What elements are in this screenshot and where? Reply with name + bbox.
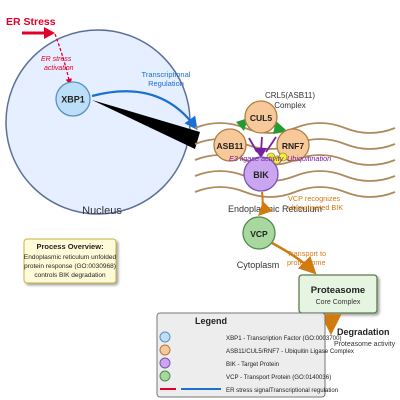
legend-label-vcp: VCP - Transport Protein (GO:0140036): [226, 374, 331, 381]
legend-label-bik: BIK - Target Protein: [226, 361, 279, 368]
er-stress-label: ER Stress: [6, 16, 56, 28]
vcp-recognizes-label-1: VCP recognizes: [288, 194, 341, 203]
legend-swatch-bik: [159, 357, 171, 369]
ligase-activity-label: E3 ligase activity: [229, 154, 285, 163]
cytoplasm-label: Cytoplasm: [237, 260, 280, 270]
cul5-node: [244, 100, 278, 134]
degradation-subtitle: Proteasome activity: [334, 341, 396, 348]
proteasome-title: Proteasome: [311, 285, 365, 296]
proteasome-box: [298, 274, 378, 314]
legend-label-regulation: Transcriptional regulation: [270, 387, 338, 394]
er-stress-arrowhead: [44, 27, 55, 39]
er-stress-activation-label-1: ER stress: [41, 56, 72, 63]
legend-title: Legend: [195, 316, 227, 326]
legend-label-ligase: ASB11/CUL5/RNF7 - Ubiquitin Ligase Compl…: [226, 348, 354, 355]
transport-label-2: proteasome: [287, 258, 326, 267]
cul5-label: CUL5: [250, 113, 272, 123]
rnf7-label: RNF7: [282, 141, 304, 151]
legend-swatch-vcp: [159, 370, 171, 382]
cul5-rnf7-arrowhead: [273, 121, 287, 134]
process-overview-line-3: controls BIK degradation: [34, 272, 106, 279]
bik-to-vcp-arrow: [258, 191, 273, 216]
process-overview-line-2: protein response (GO:0030968): [24, 263, 116, 270]
legend-swatch-xbp1: [159, 331, 171, 343]
bik-label: BIK: [253, 170, 269, 180]
transport-label-1: Transport to: [287, 249, 326, 258]
ligase-arrow-3: [265, 136, 277, 153]
er-stress-activation-label-2: activation: [44, 65, 74, 72]
er-stress-activation-line: [54, 33, 72, 86]
process-overview-title: Process Overview:: [36, 242, 103, 251]
vcp-node: [242, 216, 276, 250]
ubiquitination-label: Ubiquitination: [287, 154, 331, 163]
ligase-arrowhead: [254, 148, 267, 158]
legend-label-er-stress: ER stress signal: [226, 387, 270, 394]
xbp1-node: [55, 81, 91, 117]
transcriptional-regulation-label-1: Transcriptional: [142, 70, 191, 79]
legend-box: [156, 312, 326, 398]
legend-label-xbp1: XBP1 - Transcription Factor (GO:0003700): [226, 335, 342, 342]
process-overview-box: [23, 238, 117, 284]
complex-label-1: CRL5(ASB11): [265, 91, 315, 100]
vcp-label: VCP: [250, 229, 268, 239]
regulation-wedge: [92, 100, 200, 149]
er-label: Endoplasmic Reticulum: [228, 204, 322, 214]
asb11-node: [213, 128, 247, 162]
xbp1-label: XBP1: [61, 95, 85, 105]
process-overview-line-1: Endoplasmic reticulum unfolded: [24, 254, 117, 261]
transcriptional-regulation-label-2: Regulation: [148, 79, 184, 88]
bik-node: [243, 156, 279, 192]
rnf7-node: [276, 128, 310, 162]
proteasome-subtitle: Core Complex: [316, 299, 361, 306]
asb11-label: ASB11: [217, 141, 244, 151]
transport-arrow: [271, 241, 317, 275]
vcp-recognizes-label-2: ubiquitinated BIK: [288, 203, 343, 212]
complex-label-2: Complex: [274, 101, 306, 110]
degradation-title: Degradation: [337, 327, 390, 337]
transcriptional-regulation-arrow: [91, 90, 198, 131]
nucleus-label: Nucleus: [82, 205, 122, 217]
legend-swatch-ligase: [159, 344, 171, 356]
